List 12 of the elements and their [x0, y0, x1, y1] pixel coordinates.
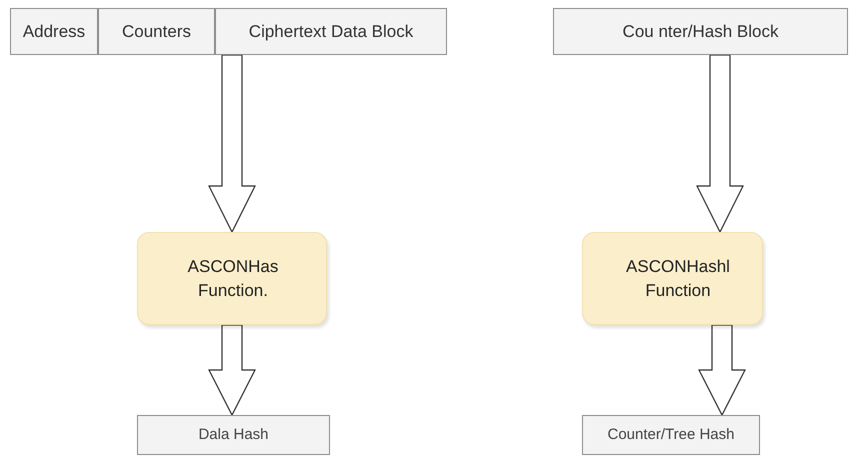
output-box: Dala Hash [137, 415, 330, 455]
block-arrow [696, 54, 744, 234]
block-arrow [698, 324, 746, 416]
field-box: Cou nter/Hash Block [553, 8, 848, 55]
process-box: ASCONHashl Function [582, 232, 763, 325]
field-box: Address [10, 8, 98, 55]
process-box: ASCONHas Function. [137, 232, 327, 325]
field-box: Ciphertext Data Block [215, 8, 447, 55]
field-box: Counters [98, 8, 215, 55]
block-arrow [208, 54, 256, 234]
block-arrow [208, 324, 256, 416]
output-box: Counter/Tree Hash [582, 415, 760, 455]
